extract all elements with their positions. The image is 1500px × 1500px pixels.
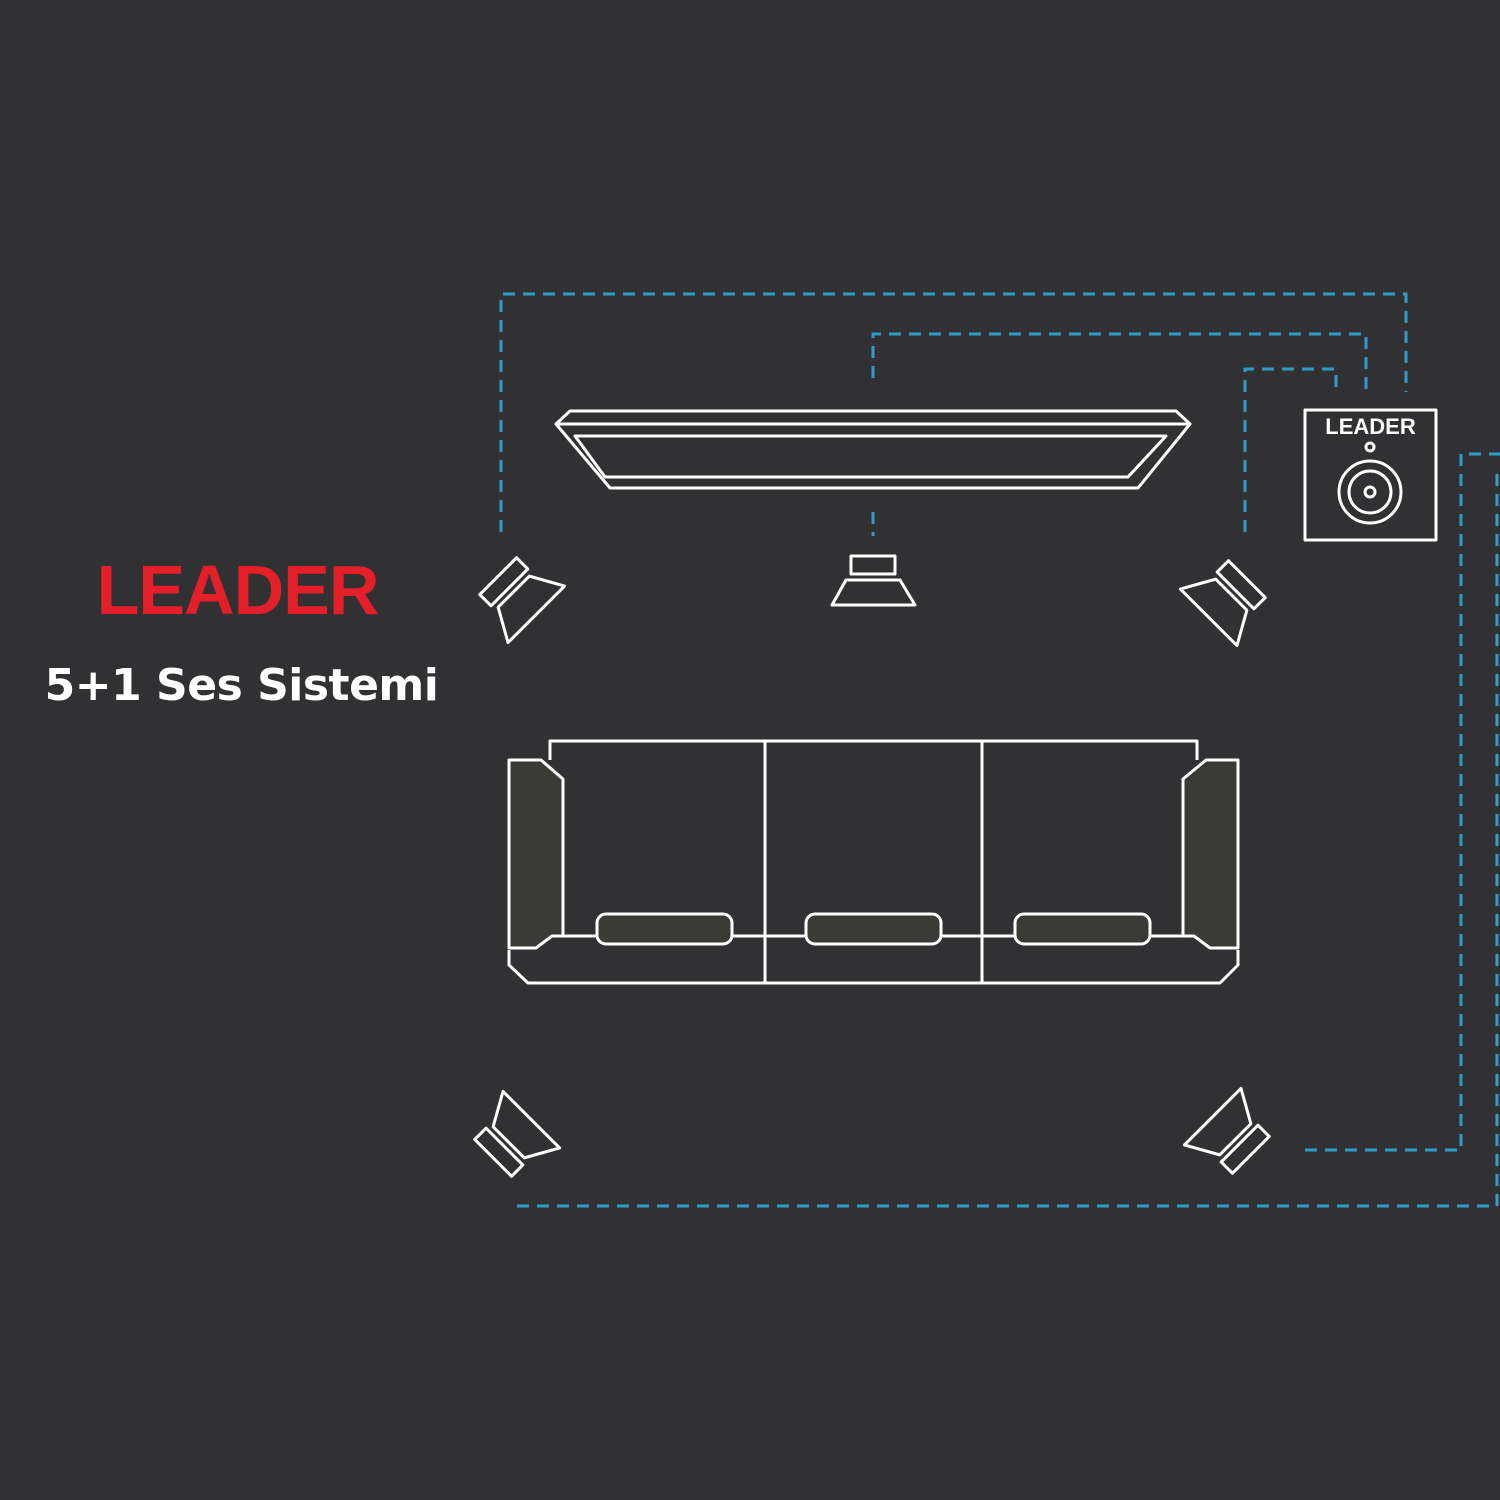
wire-front-right [1243, 367, 1338, 532]
rear-left-speaker-icon [473, 1089, 562, 1178]
subwoofer-label: LEADER [1325, 414, 1416, 439]
front-left-speaker-icon [478, 556, 567, 645]
wire-rear-left [517, 470, 1499, 1208]
center-speaker-icon [830, 554, 917, 607]
tv-icon [554, 409, 1192, 490]
wire-front-left [499, 292, 1408, 532]
rear-right-speaker-icon [1182, 1086, 1271, 1175]
wire-rear-right [1305, 452, 1500, 1152]
subtitle: 5+1 Ses Sistemi [44, 660, 439, 711]
wires [499, 292, 1500, 1208]
brand-title: LEADER [96, 551, 380, 629]
wire-center [871, 332, 1368, 392]
sofa-icon [507, 739, 1240, 985]
front-right-speaker-icon [1178, 559, 1267, 648]
subwoofer-icon: LEADER [1303, 408, 1438, 542]
